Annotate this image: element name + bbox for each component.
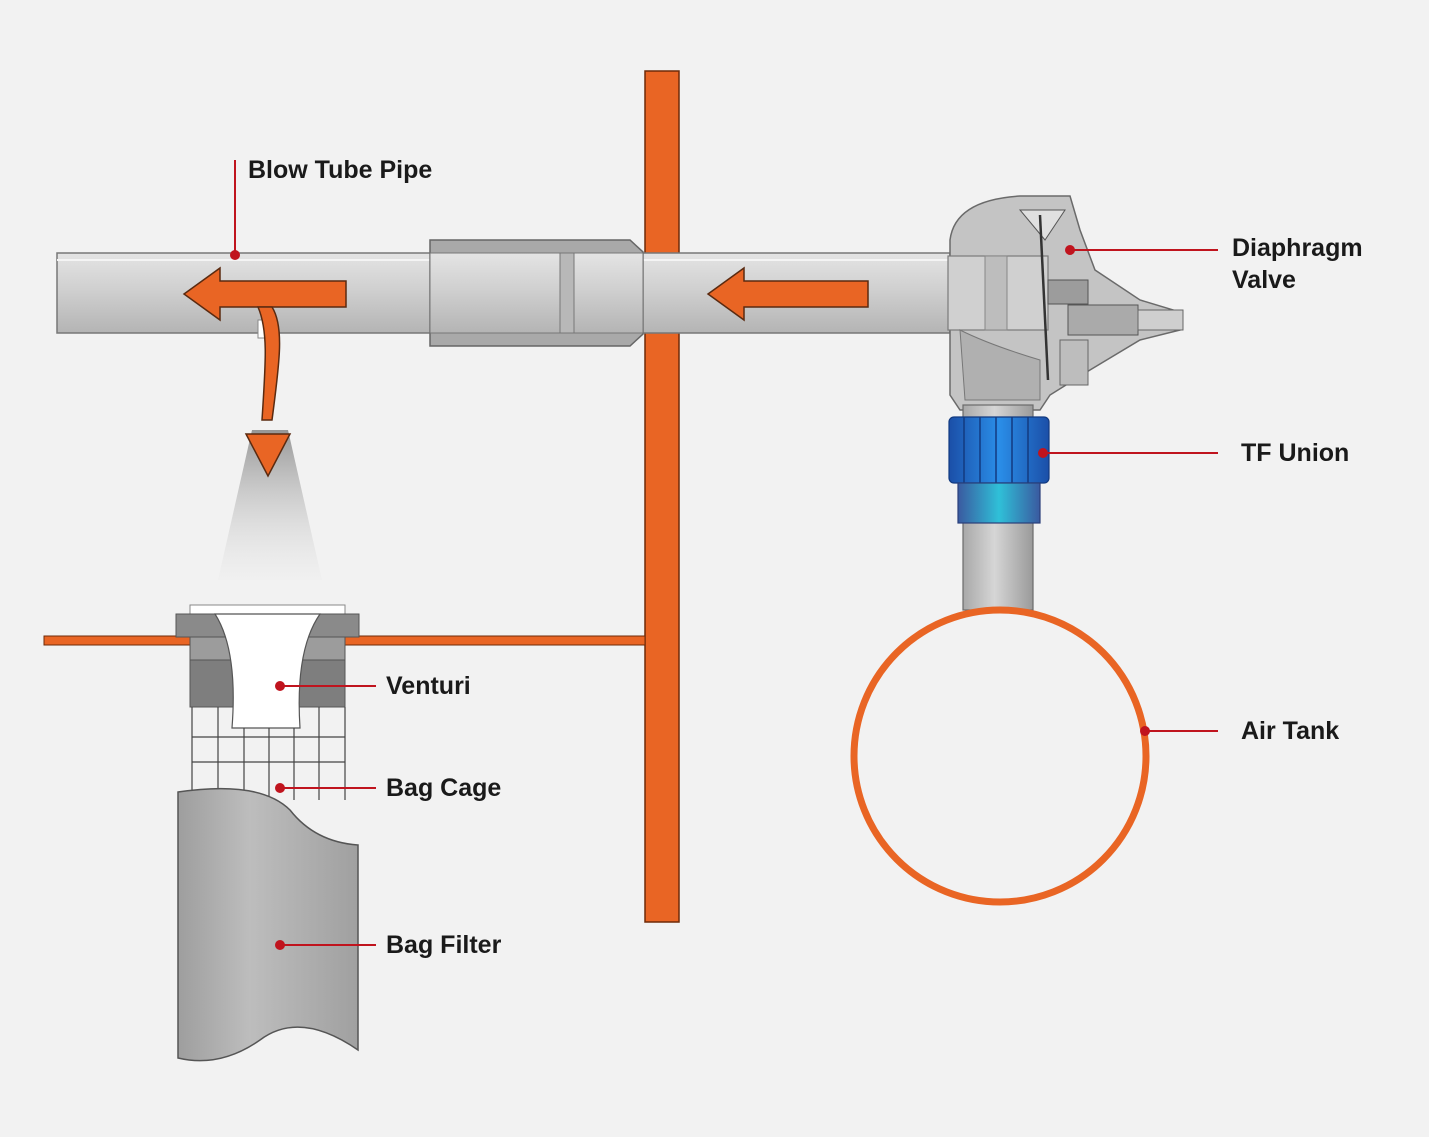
pulse-down-arrow bbox=[244, 306, 292, 478]
leader-lines bbox=[234, 160, 1218, 946]
label-venturi: Venturi bbox=[386, 672, 471, 700]
label-bag-cage: Bag Cage bbox=[386, 774, 502, 802]
air-tank bbox=[850, 606, 1150, 906]
venturi bbox=[175, 604, 360, 729]
label-tf-union: TF Union bbox=[1241, 439, 1350, 467]
spray-cone bbox=[218, 430, 322, 580]
flow-arrow-right bbox=[706, 266, 869, 322]
label-diaphragm-line2: Valve bbox=[1232, 266, 1296, 294]
leader-dots bbox=[230, 245, 1150, 950]
diaphragm-dot bbox=[1065, 245, 1075, 255]
venturi-dot bbox=[275, 681, 285, 691]
bag-filter bbox=[177, 787, 359, 1062]
tf-union bbox=[948, 416, 1050, 524]
bag-cage-dot bbox=[275, 783, 285, 793]
label-blow-tube-pipe: Blow Tube Pipe bbox=[248, 156, 433, 184]
air-tank-dot bbox=[1140, 726, 1150, 736]
label-air-tank: Air Tank bbox=[1241, 717, 1340, 745]
blow-tube-dot bbox=[230, 250, 240, 260]
flow-arrow-left bbox=[182, 266, 347, 322]
label-diaphragm-line1: Diaphragm bbox=[1232, 234, 1363, 262]
tf-union-dot bbox=[1038, 448, 1048, 458]
bag-filter-dot bbox=[275, 940, 285, 950]
bag-cage bbox=[191, 707, 346, 800]
diaphragm-valve bbox=[947, 195, 1184, 411]
vertical-wall bbox=[644, 70, 680, 923]
label-bag-filter: Bag Filter bbox=[386, 931, 502, 959]
